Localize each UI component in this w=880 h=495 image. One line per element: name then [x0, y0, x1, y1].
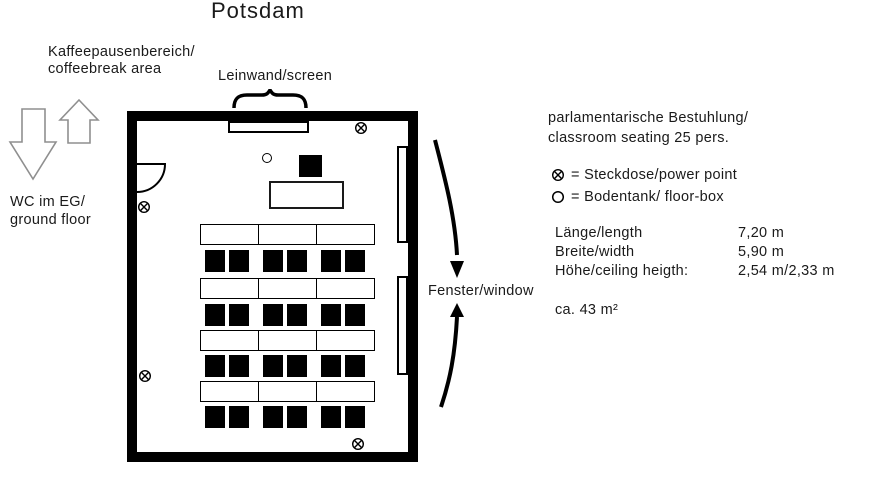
seat [229, 355, 249, 377]
legend: = Steckdose/power point = Bodentank/ flo… [551, 164, 737, 208]
wc-direction-arrows-icon [8, 98, 100, 181]
dimension-label: Breite/width [555, 244, 635, 260]
screen-label: Leinwand/screen [218, 68, 333, 84]
legend-row-power: = Steckdose/power point [551, 164, 737, 186]
table-segment [201, 225, 259, 244]
seat [205, 250, 225, 272]
seating-info-line2: classroom seating 25 pers. [548, 130, 730, 146]
seat [263, 250, 283, 272]
table-row [200, 224, 375, 245]
seat [205, 304, 225, 326]
seat-row [205, 304, 365, 326]
window-label: Fenster/window [428, 283, 534, 299]
power-point-icon [351, 437, 365, 451]
room-outline [127, 111, 418, 462]
window-2 [397, 276, 408, 375]
seat [345, 406, 365, 428]
presenter-table [269, 181, 344, 209]
seat [287, 250, 307, 272]
seat [263, 355, 283, 377]
wc-label-line1: WC im EG/ [10, 194, 86, 210]
seating-info-line1: parlamentarische Bestuhlung/ [548, 110, 749, 126]
dimension-row-height: Höhe/ceiling heigth: 2,54 m/2,33 m [555, 262, 835, 281]
seat [205, 406, 225, 428]
seat [229, 406, 249, 428]
coffeebreak-label: Kaffeepausenbereich/ coffeebreak area [48, 44, 195, 78]
table-segment [317, 331, 374, 350]
seat [287, 355, 307, 377]
area-label: ca. 43 m² [555, 302, 619, 318]
table-segment [317, 225, 374, 244]
seat [321, 250, 341, 272]
dimension-value: 2,54 m/2,33 m [738, 263, 835, 279]
power-point-icon [354, 121, 368, 135]
coffeebreak-label-line2: coffeebreak area [48, 61, 162, 77]
seat [287, 406, 307, 428]
dimension-row-width: Breite/width 5,90 m [555, 243, 835, 262]
seat [321, 355, 341, 377]
window-arrows-icon [433, 139, 464, 408]
seat [205, 355, 225, 377]
seat-row [205, 406, 365, 428]
seat [263, 406, 283, 428]
table-segment [317, 279, 374, 298]
seat [229, 250, 249, 272]
dimension-value: 7,20 m [738, 225, 785, 241]
table-segment [201, 382, 259, 401]
dimension-label: Länge/length [555, 225, 643, 241]
brace-icon [232, 89, 308, 109]
table-row [200, 381, 375, 402]
table-row [200, 330, 375, 351]
legend-row-floorbox: = Bodentank/ floor-box [551, 186, 737, 208]
door-icon [137, 163, 167, 193]
seat-row [205, 355, 365, 377]
table-segment [259, 382, 317, 401]
dimensions: Länge/length 7,20 m Breite/width 5,90 m Hö… [555, 224, 835, 281]
seating-info: parlamentarische Bestuhlung/ classroom s… [548, 108, 748, 148]
seat-row [205, 250, 365, 272]
table-segment [201, 279, 259, 298]
legend-text-floorbox: = Bodentank/ floor-box [571, 189, 724, 205]
seat [345, 304, 365, 326]
table-segment [259, 331, 317, 350]
table-segment [259, 225, 317, 244]
projector-square [299, 155, 322, 177]
table-segment [317, 382, 374, 401]
arrow-down-icon [8, 108, 58, 181]
screen-rect [228, 121, 309, 133]
dimension-row-length: Länge/length 7,20 m [555, 224, 835, 243]
table-row [200, 278, 375, 299]
wc-label-line2: ground floor [10, 212, 91, 228]
seat [263, 304, 283, 326]
dimension-value: 5,90 m [738, 244, 785, 260]
power-point-icon [551, 168, 565, 182]
seat [345, 250, 365, 272]
page-title: Potsdam [211, 0, 305, 23]
coffeebreak-label-line1: Kaffeepausenbereich/ [48, 44, 195, 60]
dimension-label: Höhe/ceiling heigth: [555, 263, 689, 279]
seat [321, 304, 341, 326]
floor-box-icon [262, 153, 272, 163]
table-segment [201, 331, 259, 350]
seat [229, 304, 249, 326]
floor-box-icon [551, 190, 565, 204]
legend-text-power: = Steckdose/power point [571, 167, 738, 183]
power-point-icon [138, 369, 152, 383]
seat [287, 304, 307, 326]
table-segment [259, 279, 317, 298]
wc-label: WC im EG/ ground floor [10, 193, 91, 229]
arrow-up-icon [58, 98, 100, 144]
power-point-icon [137, 200, 151, 214]
seat [345, 355, 365, 377]
window-1 [397, 146, 408, 243]
seat [321, 406, 341, 428]
